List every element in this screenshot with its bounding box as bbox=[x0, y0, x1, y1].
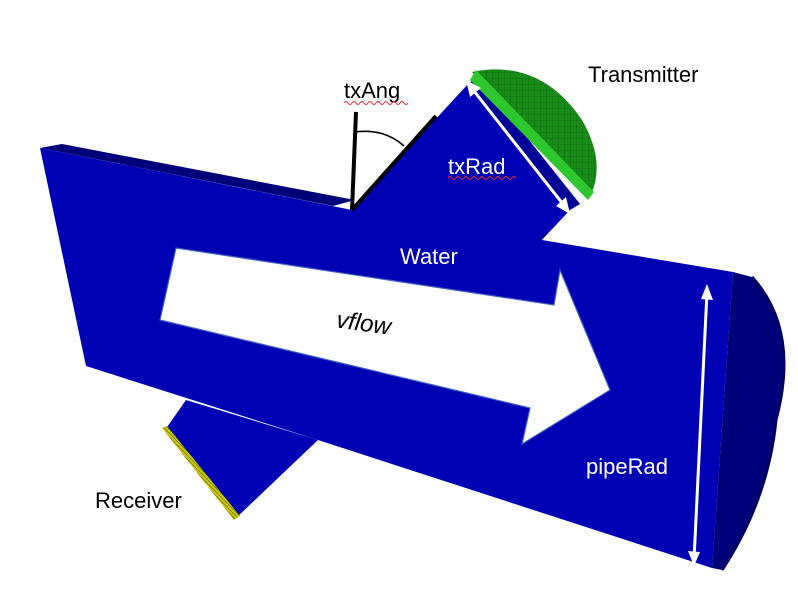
transmitter-label: Transmitter bbox=[588, 62, 698, 87]
tx-rad-squiggle bbox=[447, 176, 517, 180]
tx-rad-label: txRad bbox=[448, 154, 505, 179]
tx-angle-slanted-line bbox=[350, 114, 438, 212]
tx-ang-squiggle bbox=[343, 101, 409, 105]
pipe-end-cap bbox=[712, 272, 784, 570]
transmitter-branch bbox=[352, 84, 570, 242]
pipe-top-face bbox=[40, 144, 355, 206]
flow-arrow bbox=[159, 247, 611, 446]
receiver-strip bbox=[162, 426, 240, 520]
pipe-end-cap-rim bbox=[720, 275, 786, 571]
transmitter-face bbox=[470, 70, 594, 200]
tx-angle-vertical-line bbox=[350, 111, 358, 211]
receiver-label: Receiver bbox=[95, 488, 182, 513]
receiver-branch bbox=[165, 400, 318, 518]
tx-angle-arc bbox=[354, 130, 405, 147]
water-label: Water bbox=[400, 244, 458, 269]
pipe-rad-label: pipeRad bbox=[586, 454, 668, 479]
pipe-rad-dimension bbox=[688, 284, 713, 566]
transmitter-branch-edge bbox=[468, 76, 580, 210]
tx-rad-dimension bbox=[466, 80, 570, 214]
tx-ang-label: txAng bbox=[344, 78, 400, 103]
